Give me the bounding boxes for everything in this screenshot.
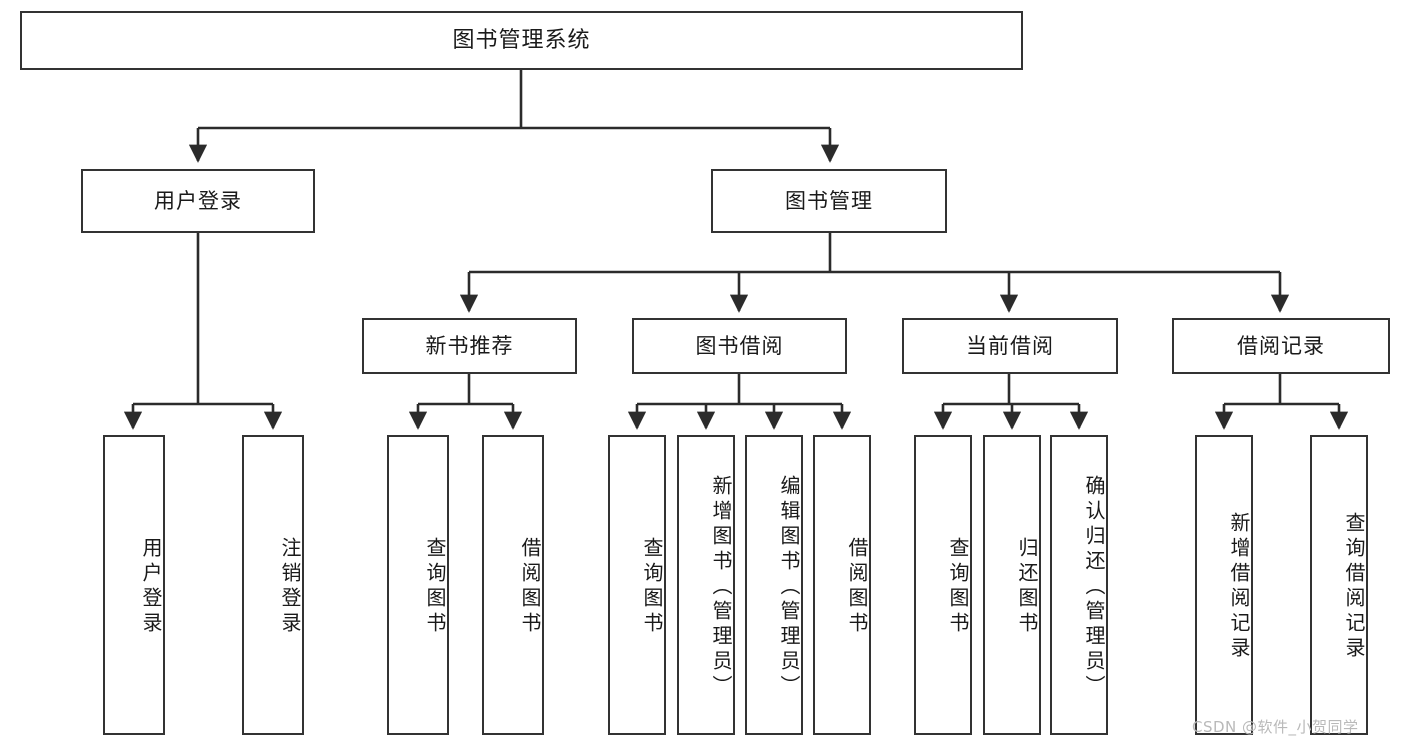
node-user-login[interactable]: 用户登录: [81, 169, 315, 233]
node-new-book-recommend[interactable]: 新书推荐: [362, 318, 577, 374]
leaf-return-book[interactable]: 归还图书: [983, 435, 1041, 735]
node-book-manage[interactable]: 图书管理: [711, 169, 947, 233]
leaf-confirm-return-admin[interactable]: 确认归还（管理员）: [1050, 435, 1108, 735]
node-borrow-record[interactable]: 借阅记录: [1172, 318, 1390, 374]
leaf-query-book-borrow[interactable]: 查询图书: [608, 435, 666, 735]
leaf-edit-book-admin[interactable]: 编辑图书（管理员）: [745, 435, 803, 735]
leaf-borrow-book-new[interactable]: 借阅图书: [482, 435, 544, 735]
leaf-logout-login[interactable]: 注销登录: [242, 435, 304, 735]
leaf-query-book-current[interactable]: 查询图书: [914, 435, 972, 735]
leaf-query-book-new[interactable]: 查询图书: [387, 435, 449, 735]
csdn-watermark: CSDN @软件_小贺同学: [1192, 718, 1359, 736]
leaf-add-borrow-record[interactable]: 新增借阅记录: [1195, 435, 1253, 735]
node-current-borrow[interactable]: 当前借阅: [902, 318, 1118, 374]
node-root[interactable]: 图书管理系统: [20, 11, 1023, 70]
node-book-borrow[interactable]: 图书借阅: [632, 318, 847, 374]
leaf-borrow-book[interactable]: 借阅图书: [813, 435, 871, 735]
leaf-user-login[interactable]: 用户登录: [103, 435, 165, 735]
leaf-add-book-admin[interactable]: 新增图书（管理员）: [677, 435, 735, 735]
leaf-query-borrow-record[interactable]: 查询借阅记录: [1310, 435, 1368, 735]
